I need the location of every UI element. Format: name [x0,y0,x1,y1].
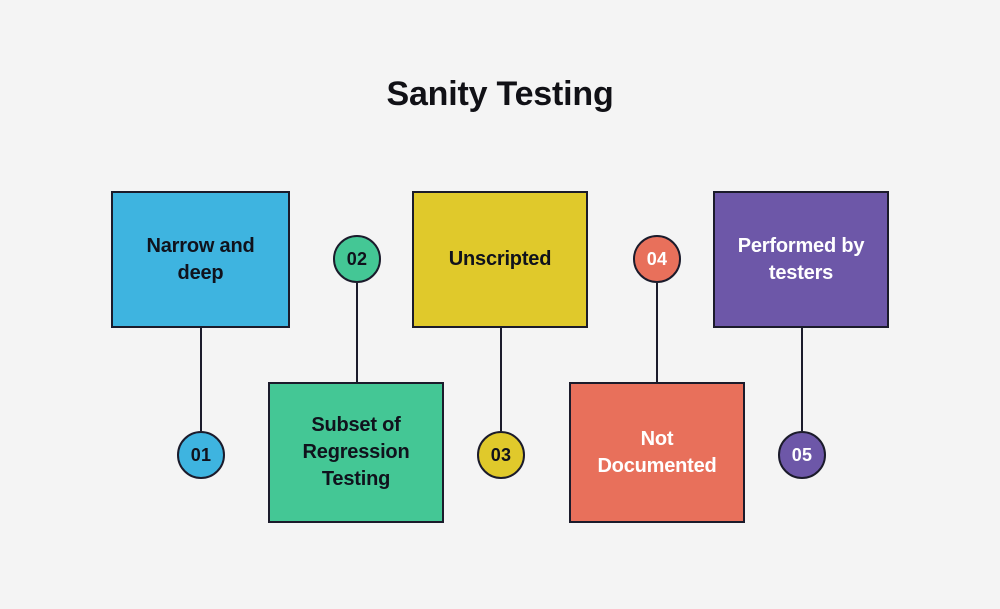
connector-badge4-card4 [656,283,658,382]
badge-label: 05 [791,444,813,465]
card-narrow-and-deep[interactable]: Narrow and deep [111,191,290,328]
card-unscripted[interactable]: Unscripted [412,191,588,328]
page-title: Sanity Testing [386,75,614,113]
badge-05[interactable]: 05 [778,431,826,479]
card-label: Narrow and deep [146,234,255,284]
connector-card3-badge3 [500,328,502,431]
card-label: Subset of Regression Testing [302,414,410,490]
badge-02[interactable]: 02 [333,235,381,283]
badge-label: 04 [646,248,668,269]
badge-01[interactable]: 01 [177,431,225,479]
connector-card5-badge5 [801,328,803,431]
card-label: Not Documented [597,427,717,477]
card-label: Unscripted [448,248,552,270]
connector-badge2-card2 [356,283,358,382]
connector-card1-badge1 [200,328,202,431]
badge-label: 02 [346,248,368,269]
badge-label: 03 [490,444,512,465]
card-label: Performed by testers [737,234,865,284]
card-performed-by-testers[interactable]: Performed by testers [713,191,889,328]
card-subset-of-regression-testing[interactable]: Subset of Regression Testing [268,382,444,523]
badge-03[interactable]: 03 [477,431,525,479]
card-not-documented[interactable]: Not Documented [569,382,745,523]
badge-04[interactable]: 04 [633,235,681,283]
badge-label: 01 [190,444,212,465]
